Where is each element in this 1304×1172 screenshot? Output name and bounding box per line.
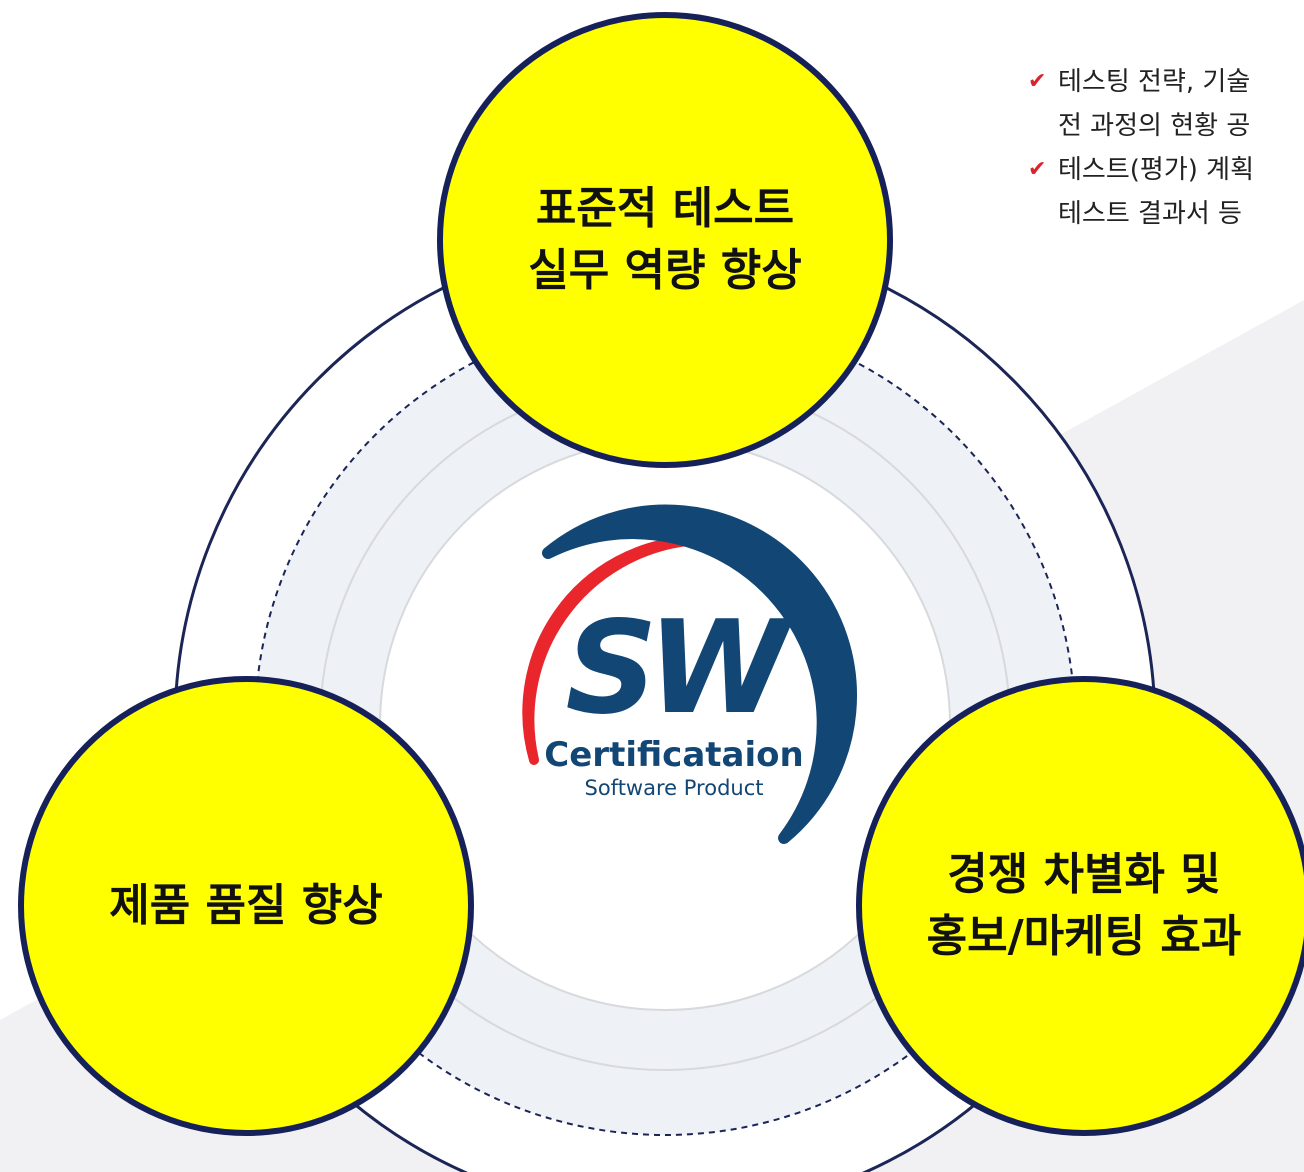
left-circle-line-1: 제품 품질 향상 <box>109 880 383 931</box>
bullet-item: ✔ 테스팅 전략, 기술 전 과정의 현황 공 <box>1028 60 1304 148</box>
left-circle: 제품 품질 향상 <box>18 676 474 1136</box>
check-icon: ✔ <box>1028 157 1047 182</box>
check-icon: ✔ <box>1028 69 1047 94</box>
bullet-item: ✔ 테스트(평가) 계획 테스트 결과서 등 <box>1028 148 1304 236</box>
top-circle-line-2: 실무 역량 향상 <box>528 245 802 296</box>
logo-navy-arc <box>542 504 857 844</box>
bullet-list: ✔ 테스팅 전략, 기술 전 과정의 현황 공 ✔ 테스트(평가) 계획 테스트… <box>1028 60 1304 236</box>
logo-red-arc <box>522 536 692 765</box>
logo-mark-text: SW <box>565 594 794 743</box>
right-circle-line-1: 경쟁 차별화 및 <box>947 849 1221 900</box>
logo-subtitle-text: Software Product <box>585 776 764 800</box>
right-circle-line-2: 홍보/마케팅 효과 <box>926 911 1242 962</box>
bullet-2-line-2: 테스트 결과서 등 <box>1058 199 1242 229</box>
top-circle-line-1: 표준적 테스트 <box>535 183 795 234</box>
logo-title-text: Certificataion <box>544 735 803 775</box>
right-circle: 경쟁 차별화 및 홍보/마케팅 효과 <box>856 676 1304 1136</box>
top-circle: 표준적 테스트 실무 역량 향상 <box>437 12 893 468</box>
bullet-1-line-1: 테스팅 전략, 기술 <box>1058 67 1251 97</box>
bullet-2-line-1: 테스트(평가) 계획 <box>1058 155 1254 185</box>
bullet-1-line-2: 전 과정의 현황 공 <box>1058 111 1251 141</box>
